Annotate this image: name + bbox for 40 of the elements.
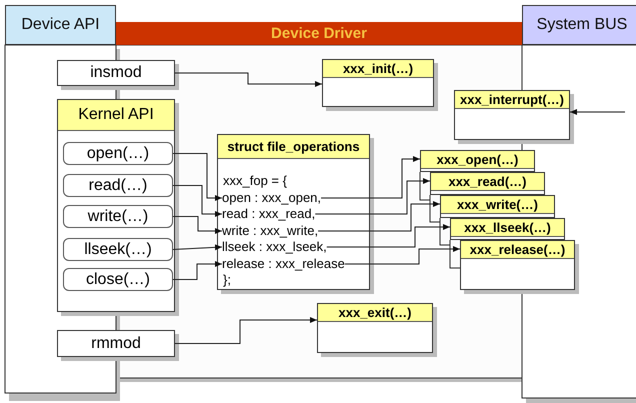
arrow: [172, 244, 222, 250]
box-title: xxx_exit(…): [318, 304, 432, 322]
box-title: xxx_write(…): [441, 196, 554, 214]
box-title: xxx_read(…): [431, 173, 544, 191]
function-box: [430, 172, 545, 195]
arrow: [326, 224, 450, 248]
arrow: [172, 216, 222, 234]
box-title: xxx_init(…): [323, 60, 433, 78]
function-box: write(…): [63, 205, 173, 228]
box-title: xxx_interrupt(…): [455, 91, 569, 109]
arrow: [172, 185, 222, 217]
arrow: [172, 261, 222, 280]
function-box: read(…): [63, 174, 173, 197]
title-band: Device Driver: [116, 22, 522, 45]
box-title: Kernel API: [58, 100, 174, 131]
function-box: llseek(…): [63, 238, 173, 261]
box-title: xxx_open(…): [421, 151, 534, 169]
box-title: xxx_release(…): [461, 241, 574, 259]
code-text: };: [223, 272, 231, 288]
function-box: close(…): [63, 268, 173, 291]
struct-field-text: llseek : xxx_lseek,: [222, 239, 327, 255]
function-box: [440, 195, 555, 218]
struct-field-text: write : xxx_write,: [222, 223, 318, 239]
arrow: [174, 317, 318, 344]
arrow: [570, 109, 626, 115]
function-box: open(…): [63, 142, 173, 165]
arrow: [320, 156, 420, 198]
arrow: [174, 72, 322, 87]
box-title: xxx_llseek(…): [451, 219, 564, 237]
arrow: [314, 178, 430, 214]
arrow: [318, 201, 440, 232]
arrow: [344, 246, 460, 264]
box-title: struct file_operations: [218, 135, 369, 159]
struct-field-text: release : xxx_release: [222, 256, 345, 272]
code-text: xxx_fop = {: [223, 173, 287, 189]
struct-field-text: open : xxx_open,: [222, 190, 322, 206]
arrow: [172, 153, 222, 201]
column-header: Device API: [5, 5, 116, 45]
struct-field-text: read : xxx_read,: [222, 206, 316, 222]
column-header: System BUS: [522, 5, 636, 45]
